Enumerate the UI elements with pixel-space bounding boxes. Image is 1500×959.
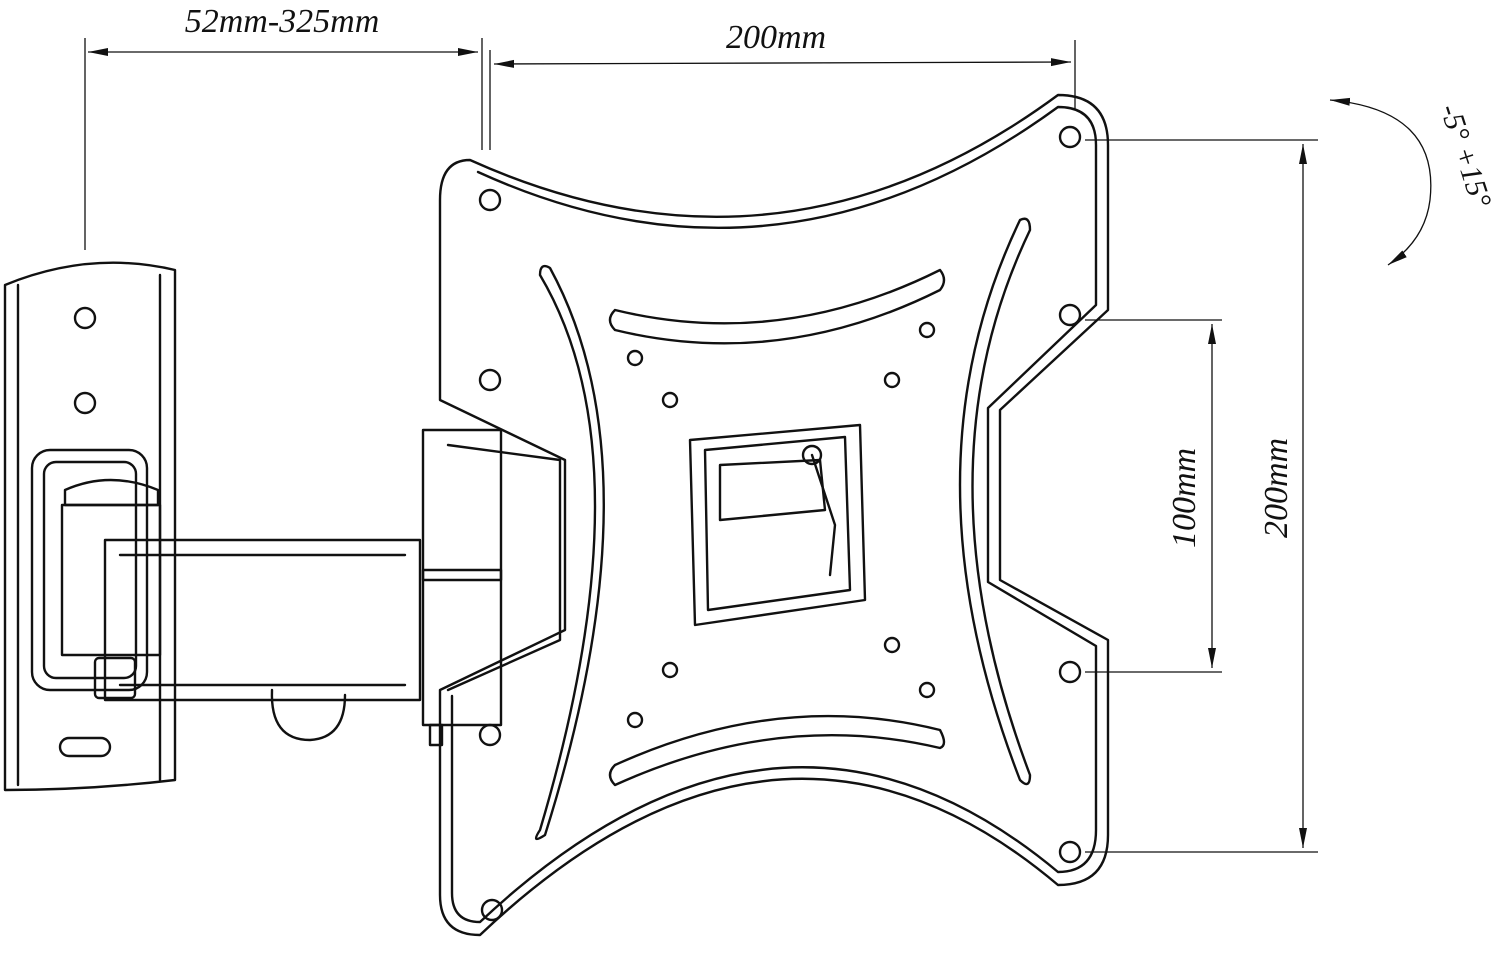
inner-height-label: 100mm: [1166, 448, 1203, 548]
arm-extension-dimension: 52mm-325mm: [84, 3, 483, 250]
outer-height-label: 200mm: [1258, 438, 1295, 538]
tilt-indicator: -5° +15°: [1329, 97, 1498, 266]
swing-arm: [60, 428, 562, 747]
screw-hole: [73, 391, 97, 415]
outer-height-dimension: 200mm: [1085, 139, 1318, 853]
mounting-holes: [478, 125, 1082, 922]
top-width-dimension: 200mm: [489, 19, 1076, 150]
tilt-range-label: -5° +15°: [1433, 100, 1497, 212]
screw-hole: [73, 306, 97, 330]
arm-extension-label: 52mm-325mm: [185, 3, 380, 40]
wall-plate: [3, 261, 177, 792]
top-width-label: 200mm: [726, 19, 826, 56]
slot-hole: [58, 736, 112, 758]
inner-height-dimension: 100mm: [1085, 319, 1222, 673]
vesa-plate: [438, 93, 1110, 937]
